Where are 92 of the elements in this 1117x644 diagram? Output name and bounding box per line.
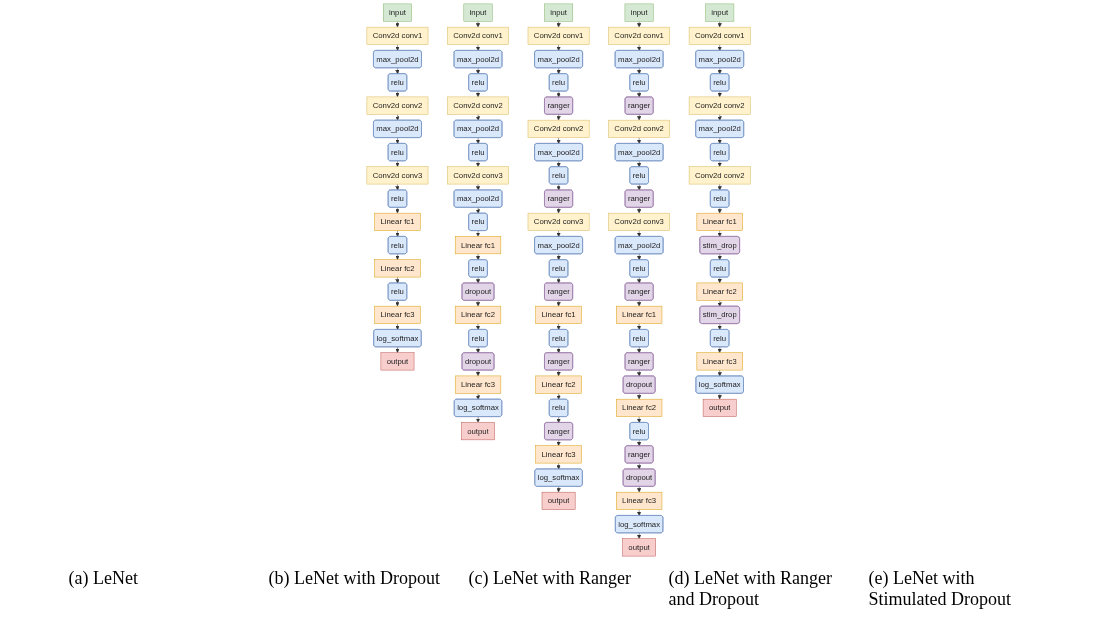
arrow [717, 277, 722, 284]
arrow [636, 160, 642, 168]
arrow [475, 230, 481, 237]
arrow [475, 416, 481, 423]
arrow [636, 230, 642, 237]
figure-caption: (c) LeNet with Ranger [468, 568, 632, 590]
arrow [395, 67, 400, 75]
arrow [636, 21, 642, 28]
arrow [395, 300, 400, 307]
arrow [717, 300, 722, 307]
arrow [556, 323, 561, 330]
arrow [636, 207, 642, 214]
arrow [636, 277, 642, 284]
arrow [475, 323, 480, 330]
arrow [395, 160, 400, 167]
arrow [717, 114, 722, 121]
arrow [717, 44, 722, 51]
arrow [395, 253, 400, 260]
arrow [475, 67, 480, 75]
arrow [395, 91, 400, 98]
arrow [556, 91, 561, 98]
arrow [636, 137, 642, 144]
arrow [556, 160, 561, 168]
arrow [717, 253, 722, 261]
arrow [717, 91, 722, 98]
arrow [636, 114, 642, 121]
arrow [556, 300, 561, 307]
arrow [395, 230, 400, 237]
arrow [556, 67, 561, 75]
arrow [475, 300, 481, 307]
arrow [636, 67, 642, 75]
arrow [556, 346, 561, 354]
arrow [475, 346, 480, 354]
arrow [636, 393, 642, 400]
arrow [717, 67, 722, 75]
arrow [475, 207, 480, 214]
arrow [556, 393, 561, 400]
arrow [636, 91, 642, 98]
arrow [556, 230, 561, 237]
arrow [717, 393, 722, 400]
arrow [636, 184, 642, 191]
arrow [717, 137, 722, 144]
arrow [636, 463, 642, 470]
arrow [475, 91, 481, 98]
arrow [395, 44, 400, 51]
arrow [556, 184, 561, 191]
arrow [395, 183, 400, 191]
figure-caption: (e) LeNet with Stimulated Dropout [868, 568, 1012, 610]
arrow [636, 416, 642, 423]
arrow [556, 277, 561, 284]
arrow [395, 207, 400, 214]
arrow [475, 21, 481, 28]
arrow [717, 21, 722, 28]
figure-caption: (a) LeNet [68, 568, 139, 590]
arrow [475, 393, 480, 400]
arrow [556, 416, 561, 423]
arrow [636, 370, 642, 377]
arrow [717, 346, 722, 353]
arrow [475, 160, 481, 167]
arrow [475, 253, 480, 261]
arrow [636, 44, 642, 51]
arrow [475, 114, 480, 121]
arrow [475, 44, 480, 51]
arrow [395, 346, 400, 353]
arrow [556, 44, 561, 51]
arrow [475, 370, 481, 377]
arrow [717, 323, 722, 330]
arrow [395, 21, 400, 28]
arrow [717, 160, 722, 167]
arrow [395, 114, 400, 121]
arrow [556, 207, 561, 214]
arrow [395, 137, 400, 144]
arrow [556, 253, 561, 261]
arrow [636, 486, 642, 493]
arrow [475, 137, 480, 144]
arrow [475, 277, 480, 284]
arrow [556, 114, 561, 121]
arrow [556, 370, 561, 377]
arrow [636, 323, 642, 330]
arrow [556, 137, 561, 144]
arrow [636, 300, 642, 307]
arrow [556, 439, 561, 446]
arrow [717, 230, 722, 237]
arrow [636, 509, 642, 516]
figure-caption: (d) LeNet with Ranger and Dropout [668, 568, 833, 610]
arrow [636, 346, 642, 354]
arrow [556, 486, 561, 493]
arrow [636, 532, 642, 539]
arrow [395, 323, 400, 330]
arrow [717, 207, 722, 214]
arrow [556, 21, 561, 28]
figure-caption: (b) LeNet with Dropout [268, 568, 441, 590]
